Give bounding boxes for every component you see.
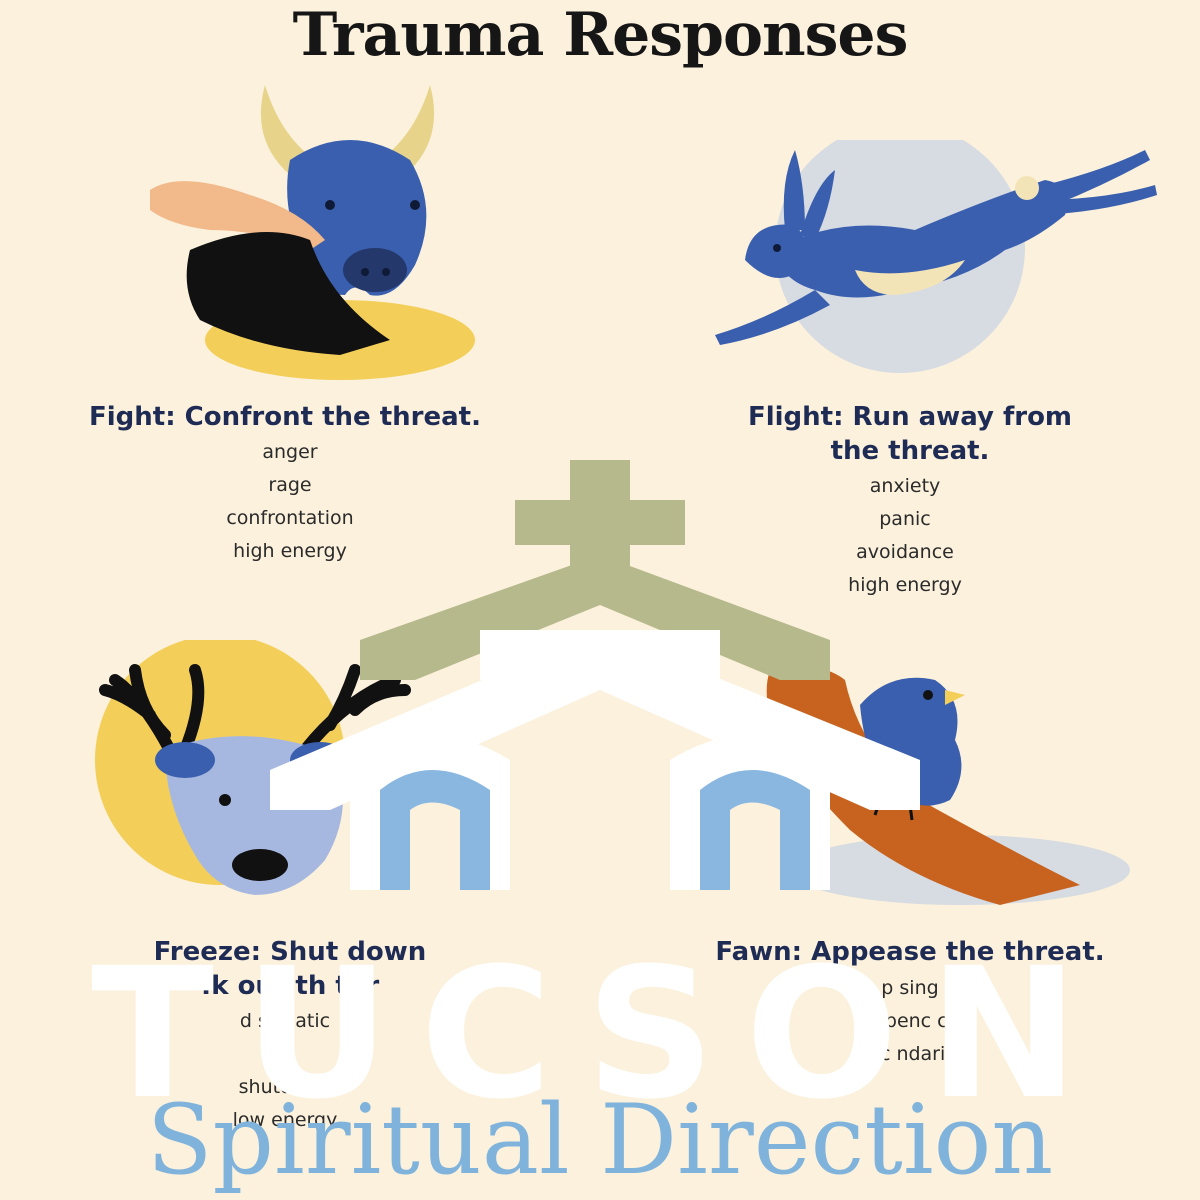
watermark-word: TUCSON (91, 930, 1109, 1139)
flight-heading: Flight: Run away from the threat. (660, 400, 1160, 468)
trait-item: rage (268, 474, 312, 496)
brand-tagline: Spiritual Direction (146, 1084, 1054, 1196)
trait-item: shutdown (238, 1076, 332, 1098)
fawn-heading: Fawn: Appease the threat. (715, 937, 1105, 967)
trait-item: avoidance (856, 541, 954, 563)
freeze-traits: d sociatic n shutdown low energy (145, 1005, 425, 1137)
trait-item: panic (879, 508, 931, 530)
trait-item: lac ndarie (863, 1043, 957, 1065)
freeze-heading-line2: :k out th thr (200, 971, 380, 1001)
freeze-heading: Freeze: Shut down :k out th thr (40, 935, 540, 1003)
freeze-heading-line1: Freeze: Shut down (153, 937, 427, 967)
bull-icon (150, 85, 475, 380)
flight-heading-line1: Flight: Run away from (747, 402, 1073, 432)
trait-item: anger (262, 441, 318, 463)
trait-item: confrontation (226, 507, 354, 529)
trait-item: p sing (881, 977, 939, 999)
trait-item: high energy (233, 540, 347, 562)
trait-item: high energy (848, 574, 962, 596)
house-logo-icon (270, 630, 920, 890)
trait-item: depenc cy (861, 1010, 959, 1032)
trait-item: d sociatic (239, 1010, 331, 1032)
trait-item: low energy (232, 1109, 338, 1131)
flight-traits: anxiety panic avoidance high energy (765, 470, 1045, 602)
hare-icon (715, 140, 1157, 373)
trait-item: anxiety (869, 475, 941, 497)
fawn-traits: p sing depenc cy lac ndarie (780, 972, 1040, 1071)
flight-heading-line2: the threat. (830, 436, 990, 466)
fight-heading: Fight: Confront the threat. (89, 402, 481, 432)
fight-traits: anger rage confrontation high energy (150, 436, 430, 568)
trait-item: n (278, 1043, 292, 1065)
page-title: Trauma Responses (292, 0, 909, 70)
